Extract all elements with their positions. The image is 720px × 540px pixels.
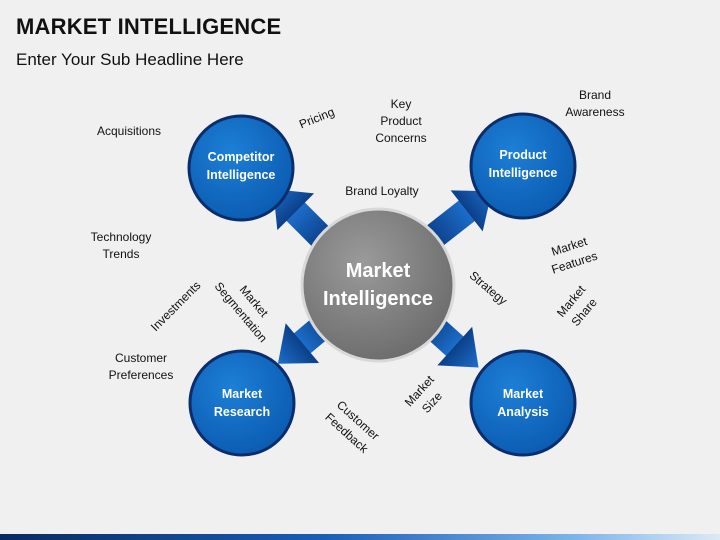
label-acquisitions: Acquisitions <box>96 124 162 138</box>
label-key-product-concerns: Key Product Concerns <box>375 97 427 145</box>
product-label: Product Intelligence <box>488 148 558 180</box>
page-title: MARKET INTELLIGENCE <box>16 14 282 39</box>
node-product-intelligence <box>469 112 577 220</box>
footer-accent-bar <box>0 534 720 540</box>
label-technology-trends: Technology Trends <box>90 230 152 261</box>
node-market-analysis <box>469 349 577 457</box>
node-market-intelligence-center <box>300 207 456 363</box>
research-label: Market Research <box>213 387 271 419</box>
label-brand-awareness: Brand Awareness <box>565 88 625 119</box>
label-brand-loyalty: Brand Loyalty <box>345 184 419 198</box>
page-subtitle: Enter Your Sub Headline Here <box>16 50 244 69</box>
label-customer-preferences: Customer Preferences <box>108 351 174 382</box>
node-market-research <box>188 349 296 457</box>
node-competitor-intelligence <box>187 114 295 222</box>
competitor-label: Competitor Intelligence <box>206 150 276 182</box>
center-label: Market Intelligence <box>322 260 434 310</box>
analysis-label: Market Analysis <box>497 387 549 419</box>
